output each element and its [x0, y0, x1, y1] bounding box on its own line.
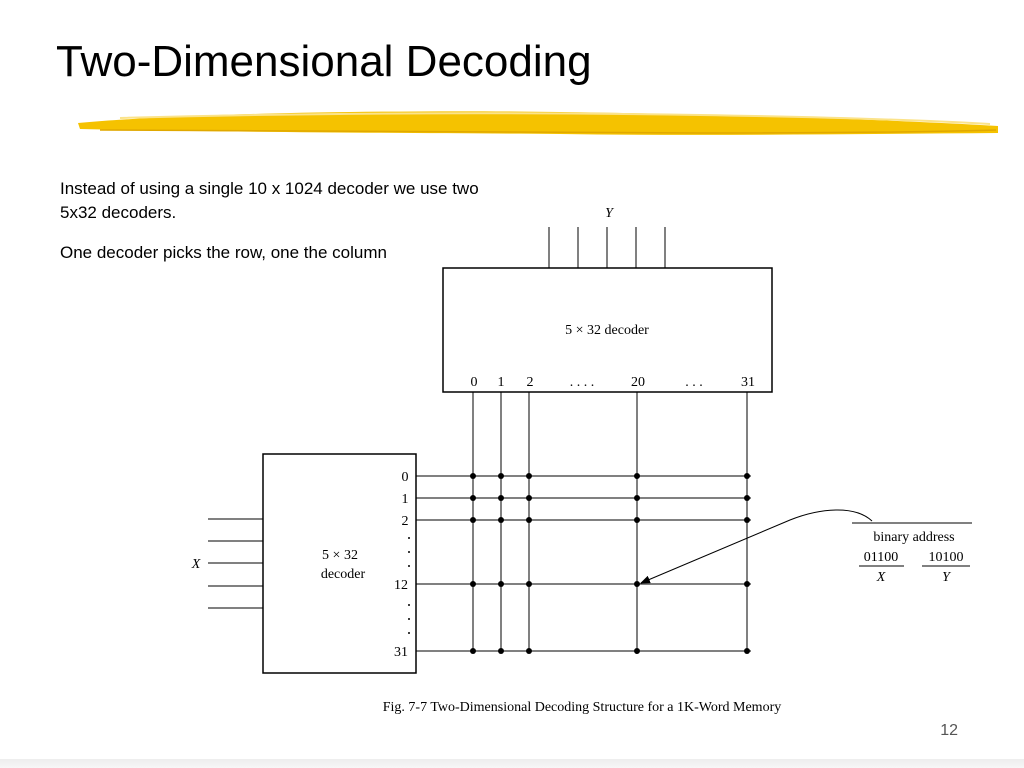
row-output-label: 0 — [402, 470, 409, 485]
x-bits-label: X — [876, 570, 886, 585]
column-decoder-box — [442, 267, 773, 393]
y-input-label: Y — [605, 206, 615, 221]
row-output-label: 31 — [394, 645, 408, 660]
row-decoder-label: 5 × 32 — [322, 548, 358, 563]
row-decoder-box — [262, 453, 417, 674]
selection-arrow — [640, 509, 873, 584]
title-underline — [78, 111, 998, 135]
y-bits: 10100 — [929, 550, 964, 565]
description-text-2: One decoder picks the row, one the colum… — [60, 243, 387, 262]
y-bits-label: Y — [942, 570, 952, 585]
column-output-label: 1 — [498, 375, 505, 390]
column-output-label: 0 — [471, 375, 478, 390]
junction-dots — [470, 473, 750, 654]
y-input-lines — [548, 227, 666, 268]
column-output-dots: . . . — [685, 375, 703, 390]
binary-address-title: binary address — [873, 530, 954, 545]
column-decoder-label: 5 × 32 decoder — [565, 323, 649, 338]
figure-caption: Fig. 7-7 Two-Dimensional Decoding Struct… — [383, 700, 782, 715]
description-text: Instead of using a single 10 x 1024 deco… — [60, 179, 479, 222]
x-input-lines — [208, 518, 263, 609]
row-lines — [416, 475, 751, 652]
x-bits: 01100 — [864, 550, 898, 565]
column-output-dots: . . . . — [570, 375, 595, 390]
x-input-label: X — [191, 557, 201, 572]
row-output-label: 2 — [402, 514, 409, 529]
row-output-dots — [408, 537, 410, 634]
slide-title: Two-Dimensional Decoding — [56, 37, 592, 86]
footer-bar — [0, 759, 1024, 768]
row-output-label: 1 — [402, 492, 409, 507]
column-output-label: 20 — [631, 375, 645, 390]
column-output-label: 2 — [527, 375, 534, 390]
row-decoder-label: decoder — [321, 567, 366, 582]
column-lines — [472, 392, 748, 651]
page-number: 12 — [940, 722, 958, 739]
column-output-label: 31 — [741, 375, 755, 390]
row-output-label: 12 — [394, 578, 408, 593]
binary-address-box: binary address 01100 10100 X Y — [852, 522, 972, 585]
